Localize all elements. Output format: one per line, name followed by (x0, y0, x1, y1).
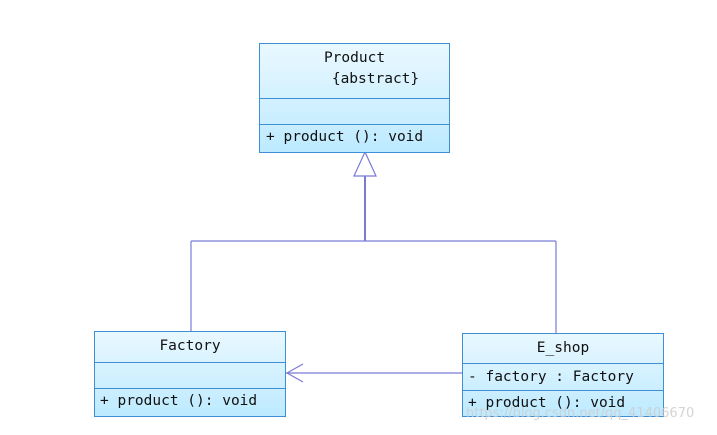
class-factory-name-section: Factory (95, 332, 285, 362)
class-eshop[interactable]: E_shop - factory : Factory + product ():… (462, 333, 664, 417)
watermark: https://blog.csdn.net/qq_41406670 (466, 406, 695, 421)
class-eshop-name: E_shop (536, 340, 590, 356)
class-factory-attributes (95, 362, 285, 388)
class-product-name: Product (323, 50, 386, 66)
class-factory-name: Factory (159, 338, 221, 354)
class-product-operations: + product (): void (260, 124, 449, 152)
class-eshop-operation: + product (): void (468, 395, 626, 411)
class-eshop-attributes: - factory : Factory (463, 363, 663, 390)
class-product-operation: + product (): void (266, 129, 424, 145)
class-factory[interactable]: Factory + product (): void (94, 331, 286, 417)
class-eshop-name-section: E_shop (463, 334, 663, 363)
class-factory-operations: + product (): void (95, 388, 285, 416)
class-product-stereotype: {abstract} (331, 71, 420, 87)
class-product-attributes (260, 98, 449, 124)
class-eshop-attribute: - factory : Factory (468, 369, 634, 385)
association-arrowhead (285, 363, 304, 383)
generalization-arrowhead (353, 150, 377, 177)
class-eshop-operations: + product (): void (463, 390, 663, 416)
class-factory-operation: + product (): void (100, 393, 258, 409)
class-product[interactable]: Product {abstract} + product (): void (259, 43, 450, 153)
class-product-name-section: Product {abstract} (260, 44, 449, 98)
